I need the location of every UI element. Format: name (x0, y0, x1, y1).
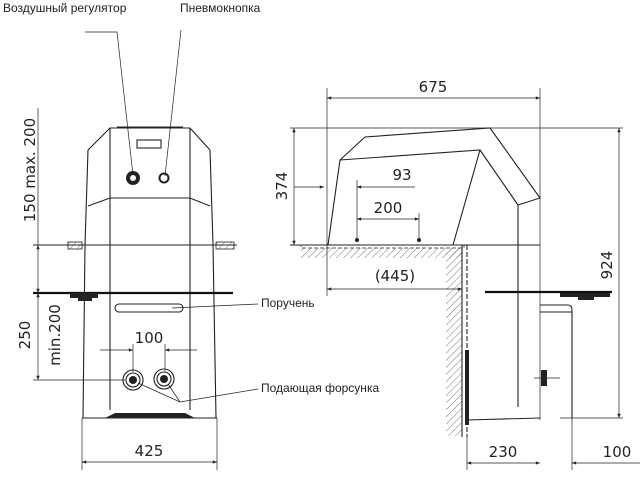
front-view: Воздушный регулятор Пневмокнопка Поручен… (3, 1, 379, 470)
side-view: 675 374 93 200 (445) (273, 78, 640, 470)
label-pneumo-button: Пневмокнопка (180, 1, 261, 15)
handrail-slot (114, 303, 184, 313)
label-handrail: Поручень (261, 296, 315, 310)
nozzle-right-icon (153, 368, 175, 390)
label-supply-nozzle: Подающая форсунка (261, 381, 379, 395)
lower-box (540, 304, 573, 418)
nozzle-left-icon (122, 369, 144, 391)
dim-front-width: 425 (135, 442, 164, 460)
dim-side-100: 100 (603, 443, 632, 461)
pneumo-button-icon (158, 172, 170, 184)
lower-shoulders (87, 197, 211, 207)
dim-side-total-height: 924 (598, 251, 616, 280)
dim-side-230: 230 (489, 443, 518, 461)
dim-nozzle-spacing: 100 (135, 329, 164, 347)
leader-pneumo-button (164, 29, 182, 177)
body-right-edge (209, 149, 217, 419)
top-shoulders (87, 127, 211, 151)
dim-side-length: 675 (419, 78, 448, 96)
dim-side-200: 200 (374, 199, 403, 217)
dim-side-93: 93 (392, 166, 411, 184)
body-left-edge (82, 149, 89, 419)
dim-front-nozzle-min: min.200 (46, 304, 64, 366)
dim-front-nozzle-height: 250 (16, 321, 34, 350)
wall-hatch (446, 248, 462, 436)
leader-handrail (171, 303, 259, 309)
deck-hatch (301, 248, 462, 258)
label-air-regulator: Воздушный регулятор (3, 1, 127, 15)
dim-side-445: (445) (375, 267, 415, 285)
shell-outline (327, 127, 541, 246)
dim-side-top-height: 374 (273, 172, 291, 201)
dim-front-top-height: 150 max. 200 (21, 118, 39, 222)
shell-inner-line (339, 149, 481, 246)
display-window (136, 139, 162, 149)
leader-air-regulator (85, 31, 134, 176)
